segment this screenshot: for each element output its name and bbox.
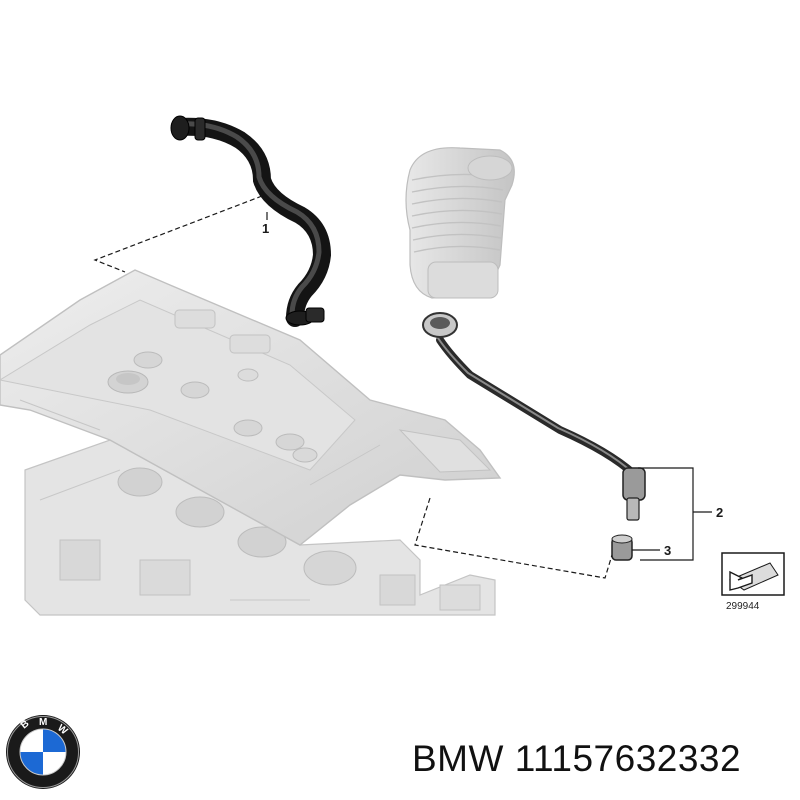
callout-leaders xyxy=(266,212,712,561)
callout-1-label: 1 xyxy=(262,221,269,236)
arrow-icon xyxy=(729,570,753,591)
valve-cover-illustration xyxy=(0,269,502,546)
reference-number: 299944 xyxy=(726,601,760,612)
callout-2-label: 2 xyxy=(716,505,723,520)
svg-text:M: M xyxy=(39,717,47,728)
dashed-leader-lines xyxy=(93,195,613,579)
bmw-logo: B M W xyxy=(6,715,80,789)
intake-duct-illustration xyxy=(405,147,515,299)
brand-part-label: BMW 11157632332 xyxy=(412,738,741,780)
part-2-breather-pipe xyxy=(422,312,646,521)
callout-3-label: 3 xyxy=(664,543,671,558)
part-3-grommet xyxy=(611,534,633,561)
part-number: 11157632332 xyxy=(514,738,742,779)
reference-icon-box xyxy=(721,552,785,596)
brand-name: BMW xyxy=(412,738,504,779)
engine-block-illustration xyxy=(24,439,496,616)
part-1-ventilation-hose xyxy=(170,115,332,327)
